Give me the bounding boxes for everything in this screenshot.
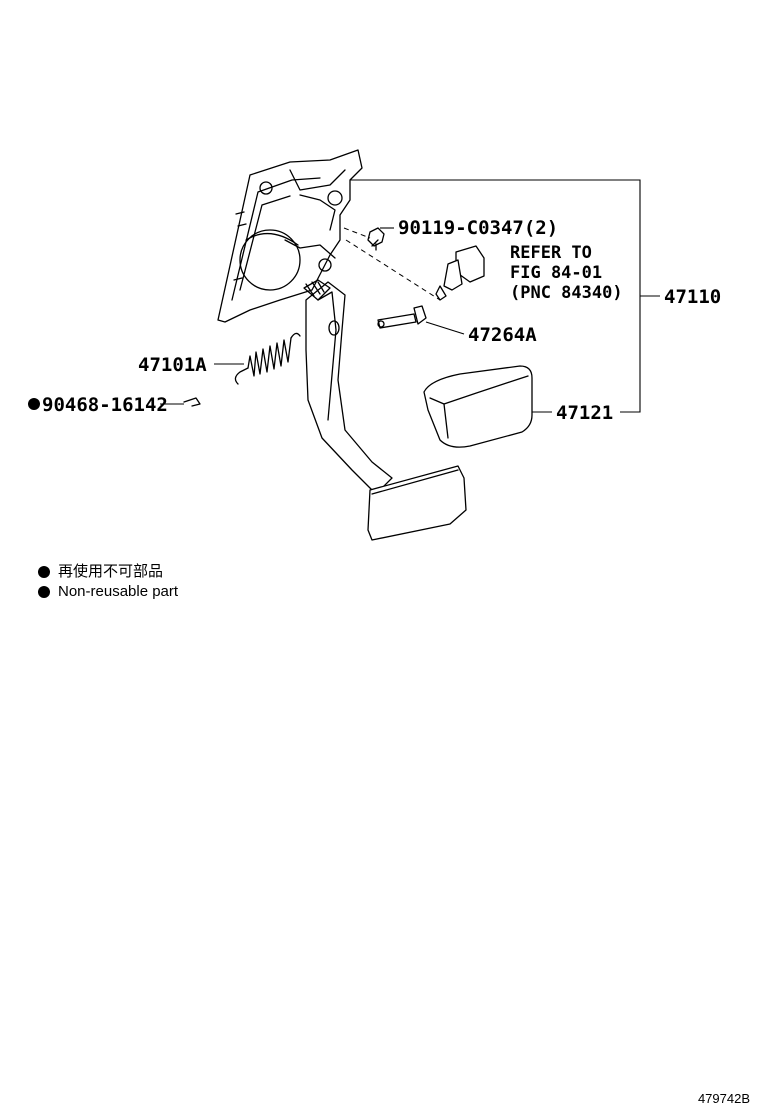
legend-row-ja: 再使用不可部品 — [38, 562, 178, 582]
guide-lines — [343, 227, 441, 301]
label-clip: 90468-16142 — [42, 394, 168, 416]
legend-text-ja: 再使用不可部品 — [58, 563, 164, 580]
pedal-pad — [423, 365, 533, 448]
label-refer-line1: REFER TO — [510, 243, 592, 263]
label-spring: 47101A — [138, 354, 207, 376]
label-pin: 47264A — [468, 324, 537, 346]
bullet-icon — [38, 586, 50, 598]
return-spring — [234, 332, 301, 385]
stop-lamp-switch — [435, 245, 485, 301]
pedal-bracket — [217, 149, 363, 323]
label-bolt: 90119-C0347(2) — [398, 217, 558, 239]
diagram-code: 479742B — [697, 1091, 750, 1106]
label-refer-line3: (PNC 84340) — [510, 283, 623, 303]
bolt-part — [367, 227, 385, 251]
legend-row-en: Non-reusable part — [38, 582, 178, 602]
non-reusable-dot-icon — [28, 398, 40, 410]
label-refer-line2: FIG 84-01 — [510, 263, 602, 283]
clip-part — [183, 397, 201, 407]
label-assembly: 47110 — [664, 286, 721, 308]
leader-lines — [160, 179, 660, 413]
pedal-arm — [303, 279, 393, 495]
bullet-icon — [38, 566, 50, 578]
label-pad: 47121 — [556, 402, 613, 424]
pivot-pin — [377, 305, 427, 329]
pedal-pad-mount — [367, 465, 467, 541]
legend-text-en: Non-reusable part — [58, 583, 179, 600]
legend: 再使用不可部品 Non-reusable part — [38, 562, 178, 602]
